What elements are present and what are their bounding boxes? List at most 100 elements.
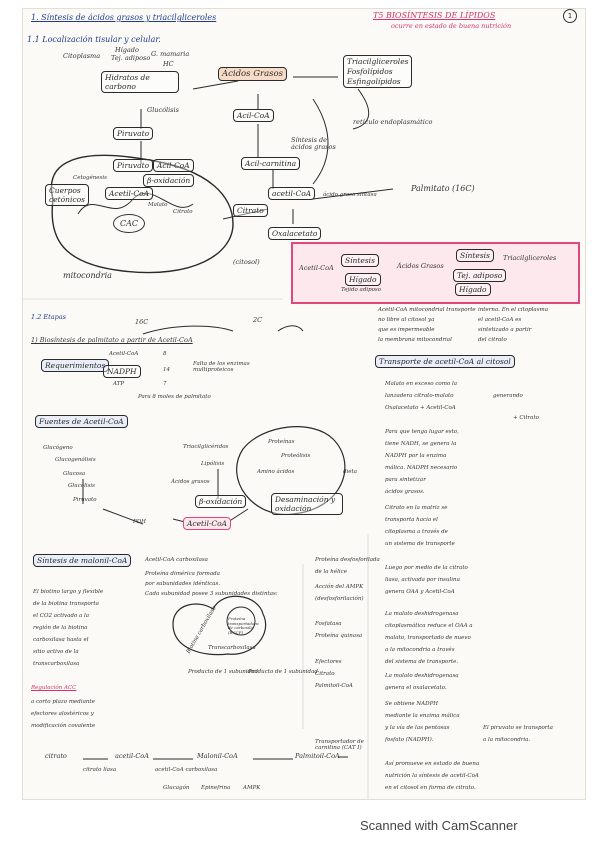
src-pdh: PDH — [133, 519, 146, 525]
product-phospholipids: Fosfolípidos — [347, 66, 393, 76]
rnote-1: Acetil-CoA mitocondrial transporte — [378, 307, 476, 313]
src-glucolisis: Glucólisis — [68, 483, 96, 489]
summary-step4: Triacilgliceroles — [503, 254, 557, 262]
fnote-1: Así promueve en estado de buena — [385, 761, 480, 767]
mnote-3: NADPH por la enzima — [385, 453, 447, 459]
regulation-item-2: efectores alostéricos y — [31, 711, 94, 717]
mitochondria-label: mitocondria — [63, 271, 112, 280]
mito-acil-coa: Acil-CoA — [153, 159, 194, 172]
acil-carnitina-box: Acil-carnitina — [241, 157, 301, 170]
regulation-left-6: sitio activo de la — [33, 649, 79, 655]
enzyme-label-3: Transcarboxilasa — [208, 645, 256, 651]
retic-label: retículo endoplasmático — [353, 118, 433, 126]
topic-title: 1. Síntesis de ácidos grasos y triacilgl… — [31, 13, 217, 22]
sources-box: Fuentes de Acetil-CoA — [35, 415, 128, 428]
mito-acetil-coa: Acetil-CoA — [105, 187, 154, 200]
src-glucogenolisis: Glucogenólisis — [55, 457, 96, 463]
requirements-box: Requerimientos — [41, 359, 110, 372]
fnote-2: nutrición la síntesis de acetil-CoA — [385, 773, 479, 779]
path-effector-3: AMPK — [243, 785, 261, 791]
fatty-synthase-label: ácido graso sintasa — [323, 192, 377, 198]
protein-desc-1: Proteína dimérica formada — [145, 571, 220, 577]
diagram-lines — [23, 76, 394, 799]
src-acetil-coa: Acetil-CoA — [183, 517, 232, 530]
transport-2: lanzadera citrato-malato — [385, 393, 454, 399]
section2-title: 1.2 Etapas — [31, 313, 67, 321]
rnote-5: interna. En el citoplasma — [478, 307, 549, 313]
nnote-6: a la mitocondria. — [483, 737, 531, 743]
summary-box — [291, 242, 580, 304]
source-citoplasma: Citoplasma — [63, 52, 101, 60]
cac-cycle: CAC — [113, 214, 146, 234]
mito-ketone-bodies: Cuerpos cetónicos — [45, 184, 89, 206]
summary-step3: Síntesis — [456, 249, 494, 262]
plist-1: Proteína desfosforilada — [315, 557, 380, 563]
rnote-4: la membrana mitocondrial — [378, 337, 452, 343]
transport-3: generando — [493, 393, 523, 399]
transport-title: Transporte de acetil-CoA al citosol — [375, 355, 515, 368]
mnote-5: para sintetizar — [385, 477, 426, 483]
module-context: ocurre en estado de buena nutrición — [391, 22, 512, 30]
req-atp: ATP — [113, 381, 125, 387]
snote-2: transporta hacia el — [385, 517, 438, 523]
req-num-3: 7 — [163, 381, 167, 387]
snote-1: Citrato en la matriz se — [385, 505, 448, 511]
synthesis-label: Síntesis de ácidos grasos — [291, 136, 336, 152]
malonyl-box: Síntesis de malonil-CoA — [33, 554, 132, 567]
nnote-1: Se obtiene NADPH — [385, 701, 439, 707]
mnote-4: málica. NADPH necesario — [385, 465, 458, 471]
lnote-5: del sistema de transporte. — [385, 659, 459, 665]
req-num-2: 14 — [163, 367, 170, 373]
path-malonil-coa: Malonil-CoA — [197, 752, 238, 760]
source-tejido: Tej. adiposo — [111, 54, 151, 62]
path-palmitoil-coa: Palmitoil-CoA — [295, 752, 340, 760]
regulation-item-1: a corto plazo mediante — [31, 699, 95, 705]
mito-pyruvate: Piruvato — [113, 159, 154, 172]
lnote-1: La malato deshidrogenasa — [385, 611, 459, 617]
c2-label: 2C — [253, 316, 263, 324]
protein-desc-3: Cada subunidad posee 3 subunidades disti… — [145, 591, 278, 597]
snote-4: un sistema de transporte — [385, 541, 455, 547]
page-number: 1 — [563, 9, 577, 23]
plist-2: de la hélice — [315, 569, 347, 575]
rnote-3: que es impermeable — [378, 327, 435, 333]
snote-3: citoplasma a través de — [385, 529, 448, 535]
transport-5: + Citrato — [513, 415, 539, 421]
regulation-left-1: El biotino largo y flexible — [33, 589, 104, 595]
rnote-6: el acetil-CoA es — [478, 317, 522, 323]
plist-6: Proteína quinasa — [315, 633, 363, 639]
summary-tissue-1: Tej. adiposo — [453, 269, 507, 282]
mito-ketogenesis: Cetogénesis — [73, 175, 107, 181]
regulation-left-7: transcarboxilasa — [33, 661, 80, 667]
src-glucogeno: Glucógeno — [43, 445, 73, 451]
src-proteinas: Proteínas — [268, 439, 295, 445]
src-dieta: dieta — [343, 469, 358, 475]
section1-title: 1.1 Localización tisular y celular. — [27, 35, 161, 44]
plist-3: Acción del AMPK — [315, 584, 364, 590]
summary-liver: Hígado — [345, 273, 381, 286]
path-effector-1: Glucagón — [163, 785, 190, 791]
cytosol-label: (citosol) — [233, 258, 260, 266]
regulation-title: Regulación ACC — [31, 685, 77, 691]
req-note2: Para 8 moles de palmitato — [138, 394, 211, 400]
summary-step2: Ácidos Grasos — [397, 262, 444, 270]
req-note: Falta de los enzimas multiproteicos — [193, 361, 250, 374]
src-proteolisis: Proteólisis — [281, 453, 311, 459]
path-acetil-coa: acetil-CoA — [115, 752, 149, 760]
path-effector-2: Epinefrina — [201, 785, 231, 791]
c16-label: 16C — [135, 318, 149, 326]
regulation-item-3: modificación covalente — [31, 723, 96, 729]
summary-tissue-2: Hígado — [455, 283, 491, 296]
nnote-2: mediante la enzima málica — [385, 713, 460, 719]
req-nadph: NADPH — [103, 365, 141, 378]
palmitate-label: Palmitato (16C) — [411, 184, 475, 193]
enzyme-note-2: Producto de 1 subunidad — [248, 669, 318, 675]
req-num-1: 8 — [163, 351, 167, 357]
regulation-left-3: el CO2 activado a la — [33, 613, 90, 619]
regulation-left-4: región de la biotina — [33, 625, 88, 631]
plist-5: Fosfatasa — [315, 621, 342, 627]
acil-coa-box: Acil-CoA — [233, 109, 274, 122]
path-transport-note: Transportador de carnitina (CAT I) — [315, 739, 364, 752]
lyase-1: Luego por medio de la citrato — [385, 565, 468, 571]
source-higado: Hígado — [115, 46, 139, 54]
